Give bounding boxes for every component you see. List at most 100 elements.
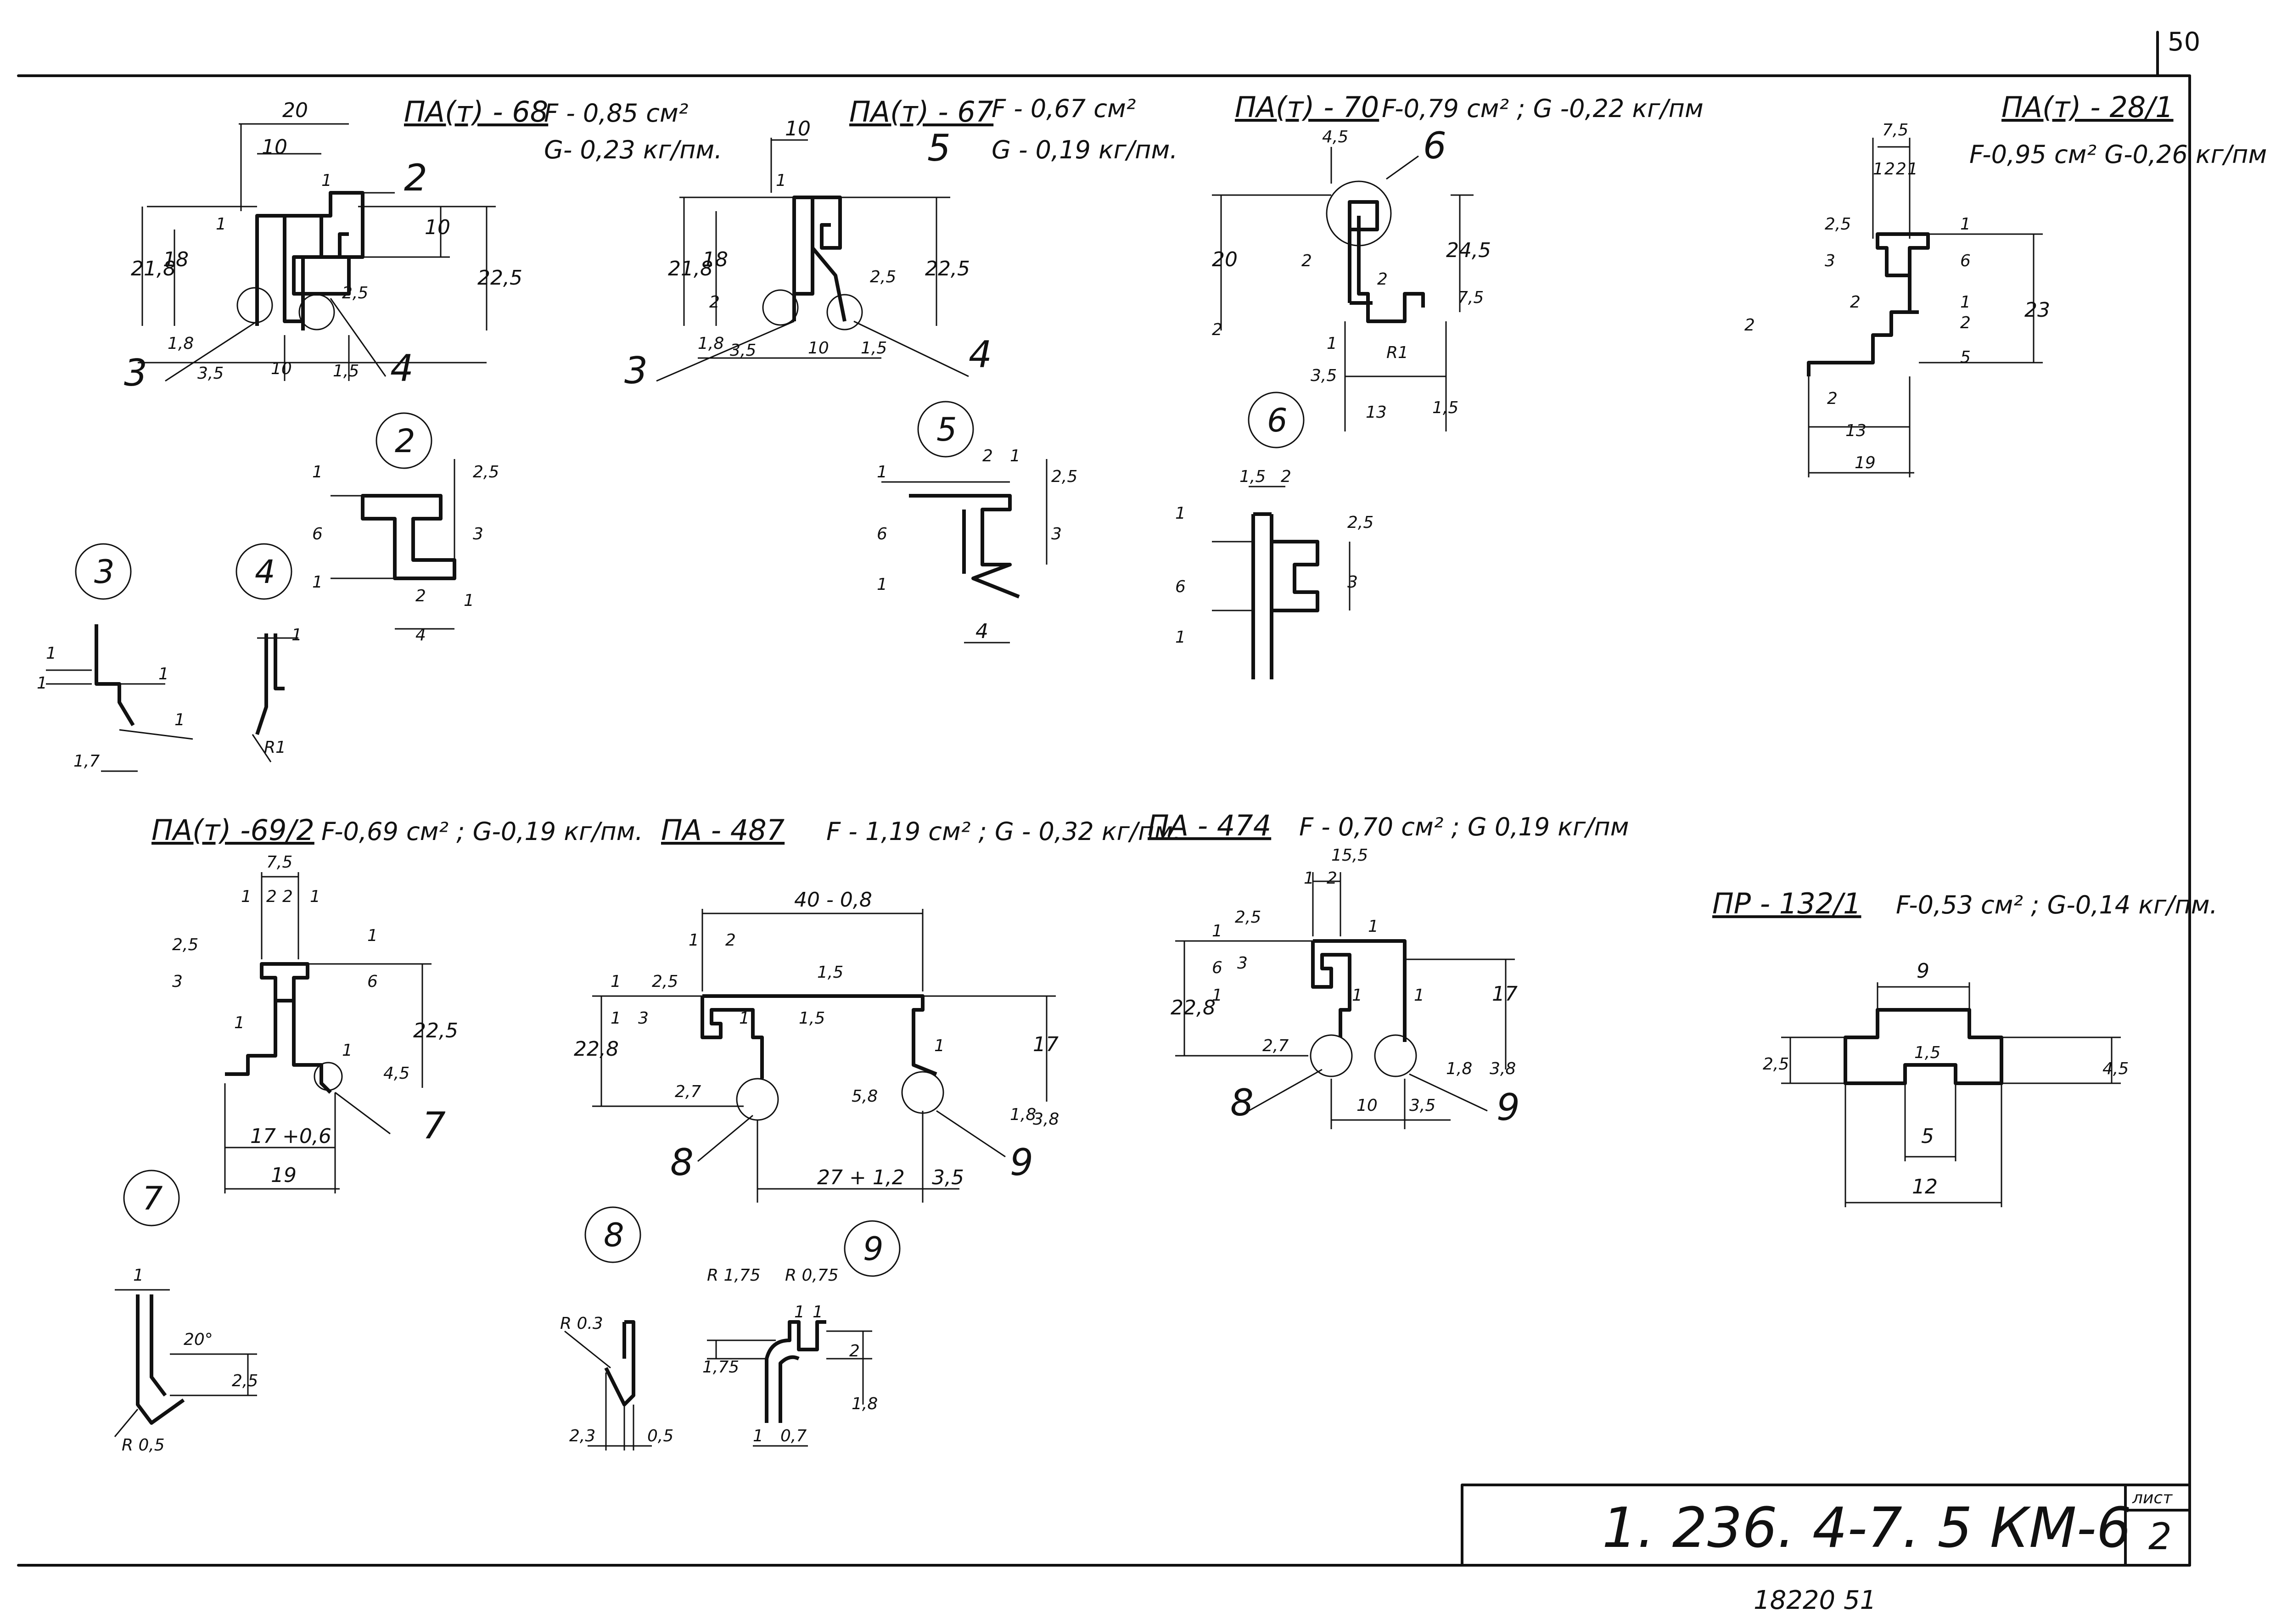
sheet-label: лист: [2132, 1489, 2173, 1507]
callout-number: 3: [124, 352, 147, 394]
dim-label: 10: [785, 117, 811, 140]
dim-label: 7,5: [1457, 288, 1484, 307]
dim-label: 1: [216, 215, 226, 234]
dim-label: 6: [312, 525, 323, 543]
dim-label: 1: [1960, 215, 1971, 234]
dim-label: 4,5: [2102, 1059, 2129, 1078]
dim-label: 17 +0,6: [250, 1125, 331, 1148]
dim-label: 3,8: [1033, 1110, 1059, 1129]
dim-label: 1: [291, 626, 302, 644]
dim-label: 2: [1327, 869, 1337, 888]
detail-8: 8 R 0.3 2,3 0,5: [560, 1206, 673, 1450]
profile-shape: [1807, 232, 1930, 376]
dim-label: 2: [415, 587, 426, 605]
detail-5: 5 2 1 2,5 1 6 3 1 4: [877, 401, 1077, 644]
dim-label: 1: [1212, 986, 1222, 1005]
dim-label: 3,5: [1311, 366, 1337, 385]
dim-label: 1,8: [698, 334, 724, 353]
dim-label: 10: [808, 339, 829, 358]
dim-label: 2,7: [675, 1082, 701, 1101]
dim-label: 1: [342, 1041, 353, 1060]
dim-label: 4,5: [383, 1064, 409, 1083]
dim-label: 1: [1304, 869, 1314, 888]
dim-label: 1: [1327, 334, 1337, 353]
dim-label: 1: [753, 1427, 763, 1445]
dim-label: 2: [1301, 252, 1312, 270]
dim-label: 1,5: [1239, 467, 1266, 486]
detail-label: 7: [142, 1180, 163, 1217]
dim-label: 1: [1010, 447, 1020, 465]
dim-label: 19: [1855, 454, 1876, 472]
dim-label: 1,8: [852, 1394, 878, 1413]
dim-label: 1: [1175, 628, 1186, 647]
callout-number: 5: [927, 127, 951, 169]
detail-label: 9: [863, 1230, 884, 1268]
dim-label: 22,5: [477, 266, 522, 290]
dim-label: 2: [1377, 270, 1388, 289]
dim-label: 1,5: [1914, 1043, 1940, 1062]
dim-label: 2: [266, 887, 277, 906]
profile-area: F-0,53 см² ; G-0,14 кг/пм.: [1896, 890, 2218, 919]
profile-shape: [1311, 939, 1407, 1042]
dim-label: 2,5: [652, 972, 678, 991]
profile-area: F-0,79 см² ; G -0,22 кг/пм: [1382, 94, 1704, 123]
dim-label: 9: [1917, 959, 1929, 983]
dim-label: 1,75: [702, 1358, 739, 1377]
detail-2: 2 1 2,5 6 3 1 2 1 4: [312, 412, 499, 644]
profile-title: ПР - 132/1: [1712, 887, 1861, 920]
detail-label: 4: [255, 553, 275, 591]
profile-pa68: ПА(т) - 68 F - 0,85 см² G- 0,23 кг/пм. 2…: [124, 95, 722, 394]
profile-title: ПА(т) - 67: [849, 95, 993, 129]
dim-label: 2: [1896, 160, 1906, 179]
dim-label: 1: [46, 644, 56, 663]
dim-label: 2,5: [342, 284, 368, 302]
dim-label: 1: [234, 1014, 245, 1032]
profile-title: ПА(т) - 28/1: [2001, 90, 2174, 124]
dim-label: 40 - 0,8: [794, 888, 872, 912]
dim-label: 13: [1845, 421, 1867, 440]
dim-label: 2: [1281, 467, 1291, 486]
dim-label: 13: [1366, 403, 1387, 422]
dim-label: 2,5: [1347, 513, 1373, 532]
profile-area: F - 0,67 см²: [992, 94, 1136, 123]
dim-label: 22,5: [925, 257, 970, 280]
dim-label: 2,5: [232, 1372, 258, 1390]
profile-area: F-0,69 см² ; G-0,19 кг/пм.: [321, 817, 643, 846]
dim-label: 1,5: [1432, 398, 1458, 417]
dim-label: 3: [172, 972, 183, 991]
dim-label: 1,5: [817, 963, 843, 982]
callout-number: 6: [1423, 124, 1446, 167]
dim-label: 1: [794, 1303, 805, 1322]
dim-label: 1: [367, 926, 378, 945]
dim-label: 18: [702, 248, 728, 271]
dim-label: 2,5: [1825, 215, 1851, 234]
profile-title: ПА(т) -69/2: [151, 813, 314, 847]
profile-shape: [792, 196, 846, 322]
dim-label: 1: [689, 931, 699, 950]
dim-label: 3,5: [197, 364, 224, 383]
profile-pa69: ПА(т) -69/2 F-0,69 см² ; G-0,19 кг/пм. 7…: [151, 813, 643, 1193]
dim-label: 1,8: [1446, 1059, 1472, 1078]
detail-label: 8: [604, 1216, 624, 1254]
dim-label: 1: [1960, 293, 1971, 312]
callout-number: 8: [670, 1141, 694, 1184]
inventory-number: 18220 51: [1754, 1585, 1876, 1615]
dim-label: 3,5: [730, 341, 756, 360]
dim-label: 4: [975, 620, 988, 643]
profile-shape: [1844, 1008, 2003, 1085]
profile-area: F - 0,85 см²: [544, 99, 688, 128]
callout-number: 8: [1230, 1081, 1254, 1124]
dim-label: 23: [2024, 298, 2050, 322]
dim-label: 2,5: [870, 268, 896, 286]
dim-label: 1: [158, 665, 169, 683]
dim-label: 5: [1960, 348, 1971, 367]
dim-label: 2,7: [1262, 1036, 1289, 1055]
dim-label: 1: [241, 887, 252, 906]
callout-number: 2: [404, 157, 427, 199]
dim-label: R1: [264, 738, 286, 757]
dim-label: 2: [1960, 314, 1971, 332]
dim-label: 22,8: [1171, 996, 1216, 1019]
dim-label: 18: [163, 248, 189, 271]
dim-label: 1: [1873, 160, 1883, 179]
profile-title: ПА - 487: [661, 813, 785, 847]
